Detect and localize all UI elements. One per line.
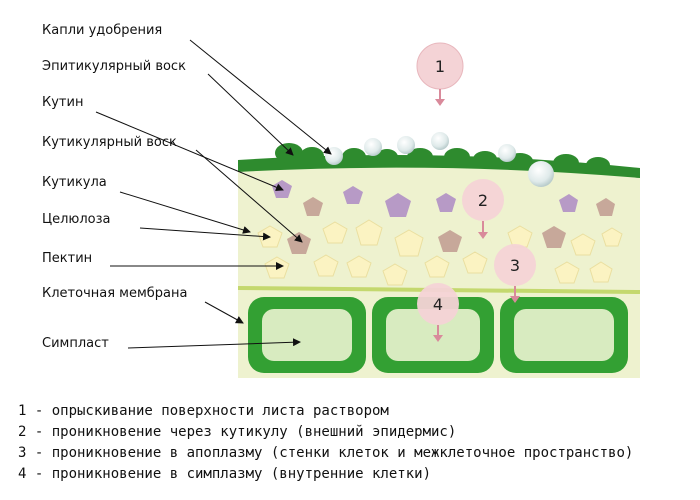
cellulose-particles bbox=[257, 219, 623, 286]
step-marker-2: 2 bbox=[462, 179, 504, 239]
step-3-label: 3 bbox=[510, 256, 520, 275]
legend-item-1: 1 - опрыскивание поверхности листа раств… bbox=[18, 403, 389, 419]
step-marker-4: 4 bbox=[417, 283, 459, 342]
step-2-label: 2 bbox=[478, 191, 488, 210]
label-cuticle: Кутикула bbox=[42, 175, 107, 190]
label-cuticular-wax: Кутикулярный воск bbox=[42, 135, 177, 150]
label-droplets: Капли удобрения bbox=[42, 23, 162, 38]
leader-lines bbox=[95, 39, 332, 349]
legend-item-4: 4 - проникновение в симплазму (внутренни… bbox=[18, 466, 432, 482]
legend-item-2: 2 - проникновение через кутикулу (внешни… bbox=[18, 424, 457, 440]
step-marker-1: 1 bbox=[416, 42, 464, 106]
label-cellulose: Целюлоза bbox=[42, 212, 111, 227]
fertilizer-droplets bbox=[325, 132, 554, 187]
legend-item-3: 3 - проникновение в апоплазму (стенки кл… bbox=[18, 445, 634, 461]
label-epicuticular-wax: Эпитикулярный воск bbox=[42, 59, 186, 74]
step-marker-3: 3 bbox=[494, 244, 536, 303]
legend: 1 - опрыскивание поверхности листа раств… bbox=[18, 401, 633, 485]
step-4-label: 4 bbox=[433, 295, 443, 314]
cuticular-wax-particles bbox=[287, 197, 615, 254]
step-1-label: 1 bbox=[435, 57, 445, 76]
label-symplast: Симпласт bbox=[42, 336, 109, 351]
label-cell-membrane: Клеточная мембрана bbox=[42, 286, 187, 301]
label-pectin: Пектин bbox=[42, 251, 92, 266]
label-cutin: Кутин bbox=[42, 95, 83, 110]
